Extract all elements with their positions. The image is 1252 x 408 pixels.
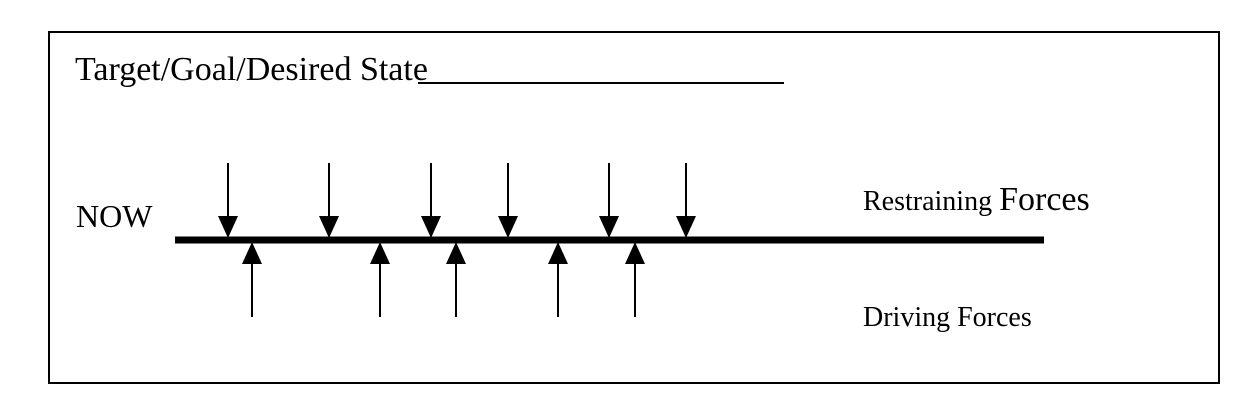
restraining-word: Restraining: [863, 186, 1000, 217]
forces-word: Forces: [999, 181, 1090, 218]
driving-forces-label: Driving Forces: [863, 302, 1032, 333]
restraining-arrow: [599, 163, 619, 238]
restraining-arrow: [676, 163, 696, 238]
driving-arrow: [548, 242, 568, 317]
restraining-arrow: [218, 163, 238, 238]
diagram-frame: [48, 31, 1220, 384]
restraining-arrow: [498, 163, 518, 238]
driving-arrow: [242, 242, 262, 317]
target-fill-in-line: [418, 82, 784, 84]
restraining-forces-label: Restraining Forces: [863, 180, 1090, 226]
driving-arrow: [625, 242, 645, 317]
driving-arrow: [370, 242, 390, 317]
target-goal-label: Target/Goal/Desired State: [75, 51, 428, 88]
restraining-arrow: [319, 163, 339, 238]
restraining-arrow: [421, 163, 441, 238]
driving-arrow: [446, 242, 466, 317]
now-label: NOW: [76, 198, 153, 234]
